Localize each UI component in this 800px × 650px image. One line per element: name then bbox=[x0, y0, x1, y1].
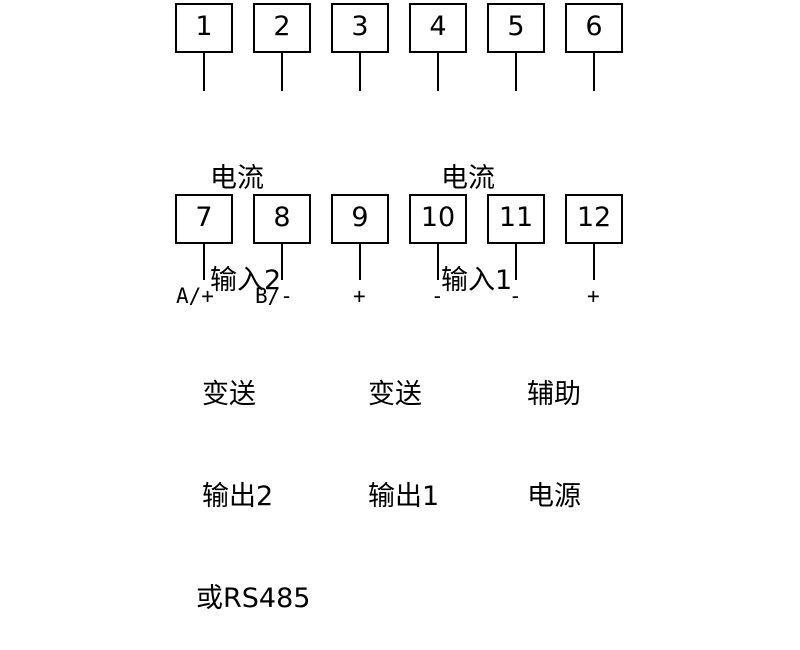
terminal-2-lead bbox=[281, 53, 283, 91]
terminal-5: 5 bbox=[487, 3, 545, 53]
label-line: 电源 bbox=[527, 481, 581, 512]
terminal-number: 9 bbox=[351, 202, 369, 233]
terminal-6-lead bbox=[593, 53, 595, 91]
terminal-number: 3 bbox=[351, 11, 369, 42]
terminal-3: 3 bbox=[331, 3, 389, 53]
label-line: 变送 bbox=[368, 379, 422, 410]
label-line: 输入1 bbox=[441, 265, 513, 296]
terminal-4-lead bbox=[437, 53, 439, 91]
label-line: 或RS485 bbox=[196, 583, 311, 614]
terminal-10: 10 bbox=[409, 194, 467, 244]
label-line: 输出2 bbox=[202, 481, 274, 512]
terminal-5-lead bbox=[515, 53, 517, 91]
aux-power-label: 辅助 电源 bbox=[527, 310, 581, 548]
terminal-8: 8 bbox=[253, 194, 311, 244]
terminal-7-lead bbox=[203, 244, 205, 280]
terminal-number: 12 bbox=[576, 202, 612, 233]
terminal-number: 4 bbox=[429, 11, 447, 42]
terminal-1-lead bbox=[203, 53, 205, 91]
terminal-9-sign: + bbox=[353, 284, 366, 308]
terminal-number: 6 bbox=[585, 11, 603, 42]
terminal-11: 11 bbox=[487, 194, 545, 244]
terminal-6: 6 bbox=[565, 3, 623, 53]
current-input-2-label: 电流 输入2 bbox=[210, 94, 281, 332]
terminal-7: 7 bbox=[175, 194, 233, 244]
transmit-output-2-label: 变送 输出2 或RS485 bbox=[196, 310, 310, 650]
terminal-number: 1 bbox=[195, 11, 213, 42]
terminal-9: 9 bbox=[331, 194, 389, 244]
terminal-4: 4 bbox=[409, 3, 467, 53]
terminal-number: 7 bbox=[195, 202, 213, 233]
label-line: 辅助 bbox=[527, 379, 581, 410]
terminal-12-lead bbox=[593, 244, 595, 280]
terminal-10-lead bbox=[437, 244, 439, 280]
terminal-3-lead bbox=[359, 53, 361, 91]
terminal-8-lead bbox=[281, 244, 283, 280]
terminal-12-sign: + bbox=[587, 284, 600, 308]
terminal-12: 12 bbox=[565, 194, 623, 244]
label-line: 电流 bbox=[441, 163, 495, 194]
terminal-11-sign: - bbox=[509, 284, 522, 308]
terminal-1: 1 bbox=[175, 3, 233, 53]
label-line: 变送 bbox=[202, 379, 256, 410]
terminal-number: 11 bbox=[498, 202, 534, 233]
label-line: 输入2 bbox=[210, 265, 282, 296]
transmit-output-1-label: 变送 输出1 bbox=[368, 310, 439, 548]
terminal-11-lead bbox=[515, 244, 517, 280]
terminal-9-lead bbox=[359, 244, 361, 280]
label-line: 输出1 bbox=[368, 481, 440, 512]
terminal-7-sign: A/+ bbox=[176, 284, 214, 308]
terminal-number: 8 bbox=[273, 202, 291, 233]
terminal-2: 2 bbox=[253, 3, 311, 53]
terminal-number: 2 bbox=[273, 11, 291, 42]
terminal-8-sign: B/- bbox=[255, 284, 293, 308]
terminal-10-sign: - bbox=[431, 284, 444, 308]
terminal-number: 5 bbox=[507, 11, 525, 42]
current-input-1-label: 电流 输入1 bbox=[441, 94, 512, 332]
label-line: 电流 bbox=[210, 163, 264, 194]
terminal-number: 10 bbox=[420, 202, 456, 233]
